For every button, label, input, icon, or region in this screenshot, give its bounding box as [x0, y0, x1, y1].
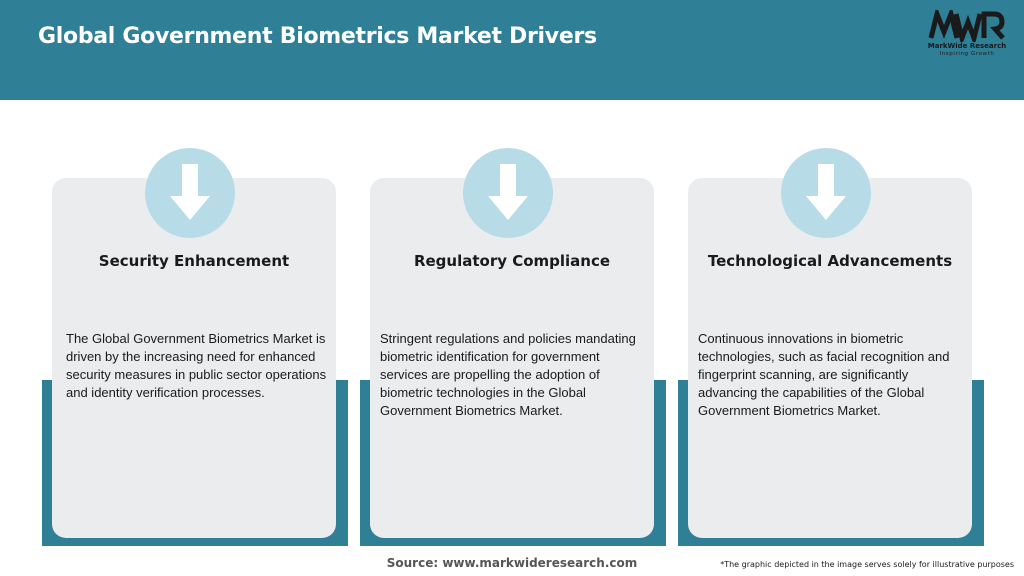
header-banner: Global Government Biometrics Market Driv… — [0, 0, 1024, 100]
mwr-logo-icon — [928, 10, 1005, 42]
down-arrow-icon — [488, 164, 528, 220]
card-description: The Global Government Biometrics Market … — [66, 331, 327, 400]
driver-card: Security Enhancement The Global Governme… — [42, 148, 348, 548]
driver-card: Technological Advancements Continuous in… — [678, 148, 984, 548]
card-icon-circle — [781, 148, 871, 238]
disclaimer-note: *The graphic depicted in the image serve… — [720, 560, 1014, 569]
down-arrow-icon — [170, 164, 210, 220]
card-description: Continuous innovations in biometric tech… — [698, 331, 950, 418]
card-panel — [370, 178, 654, 538]
card-panel — [52, 178, 336, 538]
card-title: Security Enhancement — [98, 252, 290, 270]
card-icon-circle — [145, 148, 235, 238]
driver-card: Regulatory Compliance Stringent regulati… — [360, 148, 666, 548]
logo-tagline: Inspiring Growth — [939, 51, 995, 57]
card-title: Technological Advancements — [707, 252, 953, 270]
page-title: Global Government Biometrics Market Driv… — [38, 24, 597, 49]
markwide-logo: MarkWide Research Inspiring Growth — [920, 10, 1014, 60]
card-icon-circle — [463, 148, 553, 238]
card-title: Regulatory Compliance — [413, 252, 611, 270]
down-arrow-icon — [806, 164, 846, 220]
logo-name: MarkWide Research — [927, 42, 1007, 50]
card-panel — [688, 178, 972, 538]
card-description: Stringent regulations and policies manda… — [380, 331, 636, 418]
source-credit: Source: www.markwideresearch.com — [386, 556, 638, 570]
